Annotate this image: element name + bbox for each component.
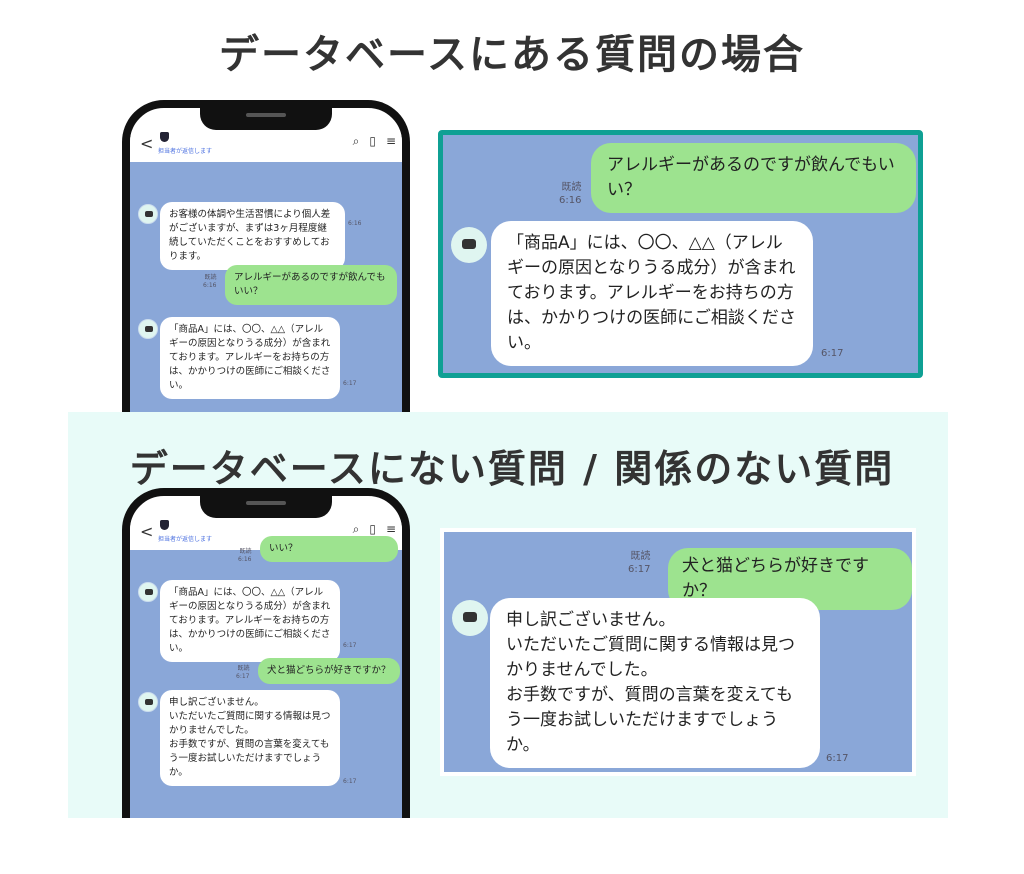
read-receipt: 既読 6:17 <box>628 550 650 576</box>
read-receipt: 既読 6:16 <box>559 181 581 207</box>
chat-area: ≡ › いい？既読6:16「商品A」には、〇〇、△△（アレルギーの原因となりうる… <box>130 536 402 818</box>
message-time: 6:17 <box>826 753 849 764</box>
bot-message-bubble: 申し訳ございません。 いただいたご質問に関する情報は見つかりませんでした。 お手… <box>490 598 820 768</box>
read-label: 既読 <box>561 182 582 193</box>
phone-notch <box>200 496 332 518</box>
message-time: 6:17 <box>343 380 357 387</box>
shield-icon <box>160 132 169 142</box>
section2-title: データベースにない質問 / 関係のない質問 <box>129 447 895 491</box>
bot-message-bubble: 「商品A」には、〇〇、△△（アレルギーの原因となりうる成分）が含まれております。… <box>160 317 340 399</box>
message-time: 6:16 <box>559 195 582 206</box>
menu-icon[interactable]: ≡ <box>385 134 396 148</box>
note-icon[interactable]: ▯ <box>369 522 376 536</box>
bot-avatar <box>138 582 158 602</box>
message-time: 6:17 <box>628 564 651 575</box>
header-subtitle: 担当者が返信します <box>158 148 213 155</box>
read-label: 既読 <box>204 274 217 281</box>
chat-header: < 担当者が返信します ⌕ ▯ ≡ <box>130 130 402 162</box>
bot-message-bubble: お客様の体調や生活習慣により個人差がございますが、まずは3ヶ月程度継続していただ… <box>160 202 345 270</box>
message-time: 6:16 <box>203 282 217 289</box>
bot-avatar <box>138 204 158 224</box>
message-time: 6:16 <box>238 556 252 563</box>
search-icon[interactable]: ⌕ <box>352 134 360 148</box>
message-time: 6:16 <box>348 220 362 227</box>
back-icon[interactable]: < <box>140 134 154 153</box>
bot-avatar <box>138 319 158 339</box>
message-time: 6:17 <box>343 778 357 785</box>
user-message-bubble: アレルギーがあるのですが飲んでもいい？ <box>591 143 916 213</box>
phone-mockup-2: < 担当者が返信します ⌕▯≡ ≡ › いい？既読6:16「商品A」には、〇〇、… <box>122 488 410 818</box>
zoomed-chat-panel-1: アレルギーがあるのですが飲んでもいい？ 既読 6:16 「商品A」には、〇〇、△△（ア… <box>438 130 923 378</box>
message-time: 6:17 <box>236 673 250 680</box>
bot-message-bubble: 「商品A」には、〇〇、△△（アレルギーの原因となりうる成分）が含まれております。… <box>160 580 340 662</box>
bot-avatar <box>451 227 487 263</box>
user-message-bubble: いい？ <box>260 536 398 562</box>
message-time: 6:17 <box>343 642 357 649</box>
user-message-bubble: アレルギーがあるのですが飲んでもいい？ <box>225 265 397 305</box>
shield-icon <box>160 520 169 530</box>
bot-message-bubble: 「商品A」には、〇〇、△△（アレルギーの原因となりうる成分）が含まれております。… <box>491 221 813 366</box>
note-icon[interactable]: ▯ <box>369 134 376 148</box>
bot-avatar <box>452 600 488 636</box>
menu-icon[interactable]: ≡ <box>385 522 396 536</box>
read-label: 既読 <box>239 548 252 555</box>
read-label: 既読 <box>630 551 651 562</box>
back-icon[interactable]: < <box>140 522 154 541</box>
section1-title: データベースにある質問の場合 <box>219 32 805 78</box>
bot-message-bubble: 申し訳ございません。 いただいたご質問に関する情報は見つかりませんでした。 お手… <box>160 690 340 786</box>
header-subtitle: 担当者が返信します <box>158 536 213 543</box>
user-message-bubble: 犬と猫どちらが好きですか？ <box>258 658 400 684</box>
read-label: 既読 <box>237 665 250 672</box>
phone-notch <box>200 108 332 130</box>
message-time: 6:17 <box>821 348 844 359</box>
search-icon[interactable]: ⌕ <box>352 522 360 536</box>
bot-avatar <box>138 692 158 712</box>
